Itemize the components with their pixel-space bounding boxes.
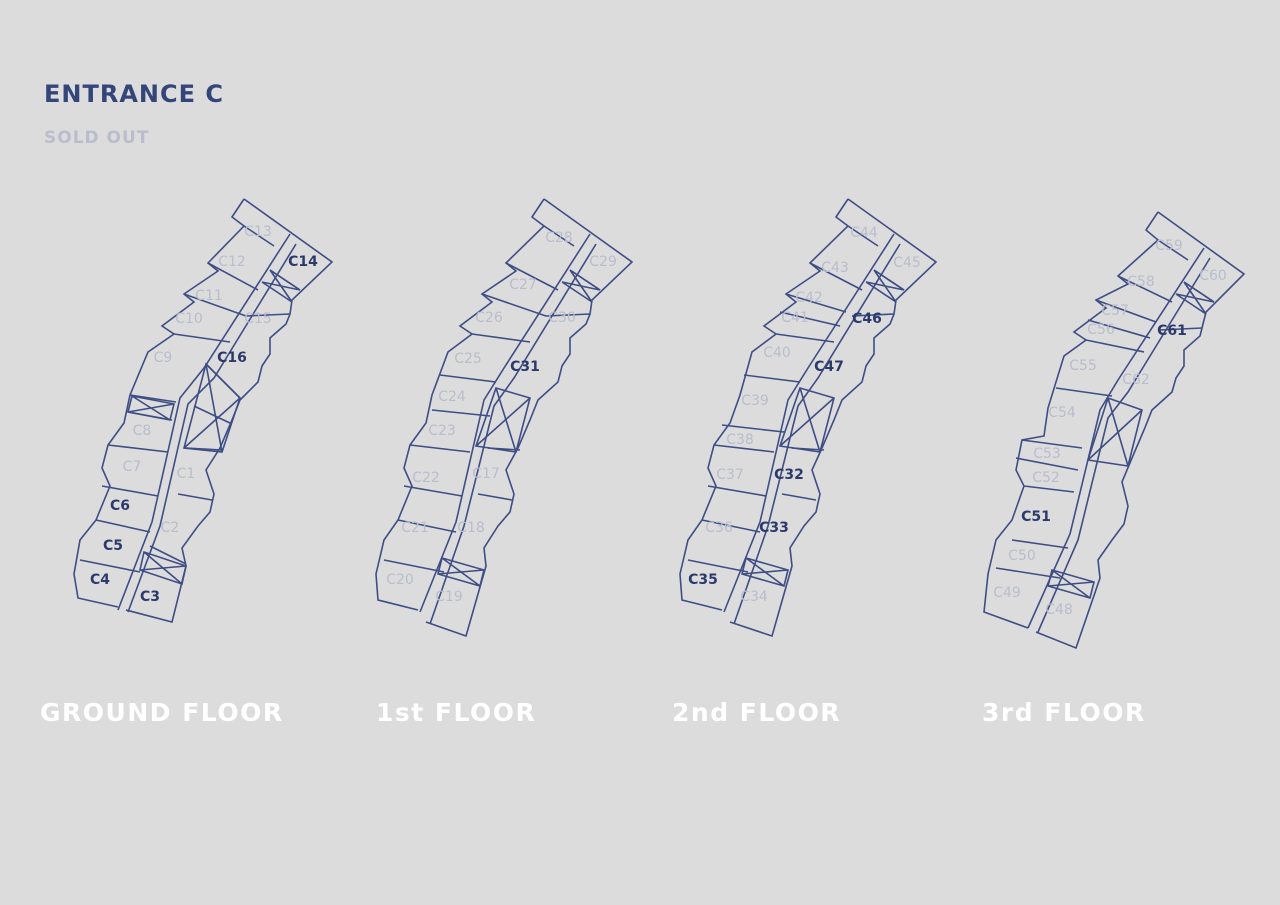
unit-c56[interactable]: C56 xyxy=(1087,322,1115,338)
unit-c51[interactable]: C51 xyxy=(1021,509,1051,525)
unit-c23[interactable]: C23 xyxy=(428,423,456,439)
unit-c38[interactable]: C38 xyxy=(726,432,754,448)
unit-c17[interactable]: C17 xyxy=(472,466,500,482)
unit-c39[interactable]: C39 xyxy=(741,393,769,409)
status-label: SOLD OUT xyxy=(44,128,150,148)
unit-c4[interactable]: C4 xyxy=(90,572,110,588)
unit-c36[interactable]: C36 xyxy=(705,520,733,536)
unit-c59[interactable]: C59 xyxy=(1155,238,1183,254)
floor-label-3rd[interactable]: 3rd FLOOR xyxy=(982,698,1146,727)
unit-c44[interactable]: C44 xyxy=(850,225,878,241)
unit-c57[interactable]: C57 xyxy=(1101,303,1129,319)
unit-c14[interactable]: C14 xyxy=(288,254,318,270)
unit-c1[interactable]: C1 xyxy=(177,466,196,482)
unit-c28[interactable]: C28 xyxy=(545,230,573,246)
unit-c2[interactable]: C2 xyxy=(161,520,180,536)
unit-c40[interactable]: C40 xyxy=(763,345,791,361)
unit-c49[interactable]: C49 xyxy=(993,585,1021,601)
unit-c11[interactable]: C11 xyxy=(195,288,223,304)
unit-c13[interactable]: C13 xyxy=(244,224,272,240)
floor-label-1st[interactable]: 1st FLOOR xyxy=(376,698,537,727)
unit-c25[interactable]: C25 xyxy=(454,351,482,367)
unit-c7[interactable]: C7 xyxy=(123,459,142,475)
unit-c43[interactable]: C43 xyxy=(821,260,849,276)
unit-c3[interactable]: C3 xyxy=(140,589,160,605)
floor-label-2nd[interactable]: 2nd FLOOR xyxy=(672,698,842,727)
unit-c20[interactable]: C20 xyxy=(386,572,414,588)
unit-c10[interactable]: C10 xyxy=(175,311,203,327)
unit-c6[interactable]: C6 xyxy=(110,498,130,514)
unit-c62[interactable]: C62 xyxy=(1122,372,1150,388)
unit-c30[interactable]: C30 xyxy=(548,310,576,326)
unit-c48[interactable]: C48 xyxy=(1045,602,1073,618)
unit-c24[interactable]: C24 xyxy=(438,389,466,405)
unit-c22[interactable]: C22 xyxy=(412,470,440,486)
page-title: ENTRANCE C xyxy=(44,80,224,108)
unit-c15[interactable]: C15 xyxy=(244,311,272,327)
unit-c35[interactable]: C35 xyxy=(688,572,718,588)
unit-c47[interactable]: C47 xyxy=(814,359,844,375)
unit-c16[interactable]: C16 xyxy=(217,350,247,366)
unit-c55[interactable]: C55 xyxy=(1069,358,1097,374)
unit-c26[interactable]: C26 xyxy=(475,310,503,326)
unit-c19[interactable]: C19 xyxy=(435,589,463,605)
unit-c32[interactable]: C32 xyxy=(774,467,804,483)
unit-c42[interactable]: C42 xyxy=(795,290,823,306)
unit-c29[interactable]: C29 xyxy=(589,254,617,270)
unit-c37[interactable]: C37 xyxy=(716,467,744,483)
unit-labels: C13 C12 C14 C11 C10 C15 C9 C16 C8 C7 C1 … xyxy=(90,224,1227,618)
unit-c5[interactable]: C5 xyxy=(103,538,123,554)
unit-c9[interactable]: C9 xyxy=(154,350,173,366)
unit-c46[interactable]: C46 xyxy=(852,311,882,327)
unit-c45[interactable]: C45 xyxy=(893,255,921,271)
unit-c34[interactable]: C34 xyxy=(740,589,768,605)
unit-c52[interactable]: C52 xyxy=(1032,470,1060,486)
unit-c8[interactable]: C8 xyxy=(133,423,152,439)
unit-c27[interactable]: C27 xyxy=(509,277,537,293)
floor-plan-2nd xyxy=(679,198,938,638)
unit-c53[interactable]: C53 xyxy=(1033,446,1061,462)
floor-plan-3rd xyxy=(983,211,1246,650)
unit-c18[interactable]: C18 xyxy=(457,520,485,536)
unit-c33[interactable]: C33 xyxy=(759,520,789,536)
unit-c41[interactable]: C41 xyxy=(781,310,809,326)
unit-c60[interactable]: C60 xyxy=(1199,268,1227,284)
unit-c50[interactable]: C50 xyxy=(1008,548,1036,564)
unit-c12[interactable]: C12 xyxy=(218,254,246,270)
unit-c54[interactable]: C54 xyxy=(1048,405,1076,421)
unit-c21[interactable]: C21 xyxy=(401,520,429,536)
floor-plan-1st xyxy=(375,198,634,638)
unit-c31[interactable]: C31 xyxy=(510,359,540,375)
floor-label-ground[interactable]: GROUND FLOOR xyxy=(40,698,284,727)
unit-c61[interactable]: C61 xyxy=(1157,323,1187,339)
unit-c58[interactable]: C58 xyxy=(1127,274,1155,290)
floor-plan-ground xyxy=(73,198,334,623)
